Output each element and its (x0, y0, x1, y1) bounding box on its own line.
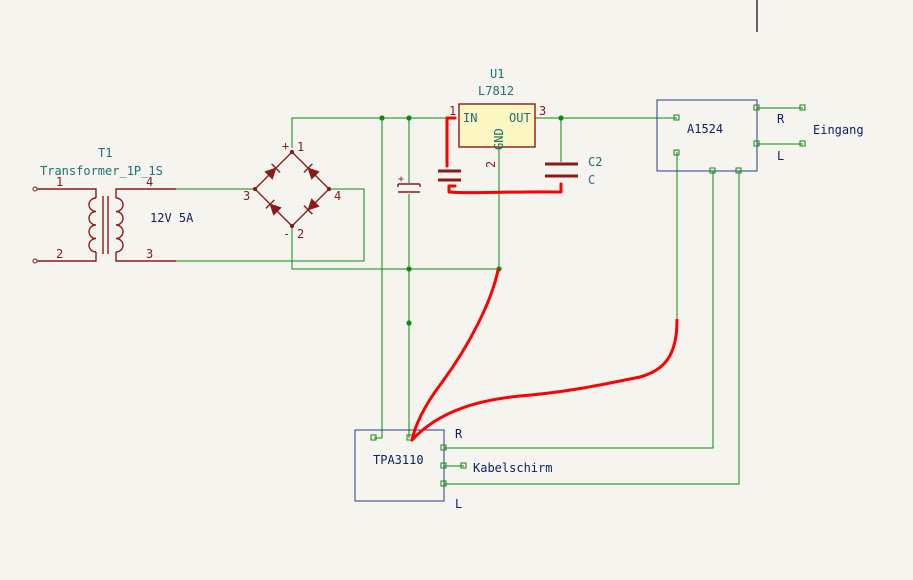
u1-pin-out: 3 (539, 104, 546, 118)
a1524-name: A1524 (687, 122, 723, 136)
c2-value: C (588, 173, 595, 187)
pin-marker (735, 167, 742, 174)
connector-marker (799, 104, 806, 111)
pin-marker (709, 167, 716, 174)
junction (379, 115, 385, 121)
connector-marker (460, 462, 467, 469)
u1-body (458, 103, 536, 148)
bridge-rectifier: 1 2 3 4 + - (243, 139, 341, 241)
bridge-node (289, 149, 295, 155)
t1-pin-2: 2 (56, 247, 63, 261)
wires (176, 107, 803, 485)
red-stroke (447, 182, 563, 195)
wire-bridge-minus (291, 228, 499, 270)
pin-marker (440, 462, 447, 469)
tpa3110-outline (354, 429, 445, 502)
bridge-pin-1: 1 (297, 140, 304, 154)
t1-pin-2-terminal (32, 258, 38, 264)
t1-rating: 12V 5A (150, 211, 194, 225)
tpa3110-label-shield: Kabelschirm (473, 461, 552, 475)
tpa3110-label-r: R (455, 427, 463, 441)
t1-primary-coil (88, 197, 97, 253)
bridge-node (252, 186, 258, 192)
junction (406, 320, 412, 326)
pin-marker (673, 114, 680, 121)
t1-ref: T1 (98, 146, 112, 160)
tpa3110-name: TPA3110 (373, 453, 424, 467)
regulator-u1: U1 L7812 IN OUT GND 1 3 2 (449, 67, 546, 168)
u1-pin-in: 1 (449, 104, 456, 118)
connector-marker (799, 140, 806, 147)
u1-label-gnd: GND (492, 128, 506, 150)
pin-marker (440, 444, 447, 451)
bridge-outline (254, 151, 330, 227)
a1524-label-eingang: Eingang (813, 123, 864, 137)
bridge-pin-4: 4 (334, 189, 341, 203)
diode-icon (303, 198, 320, 215)
tpa3110-block: TPA3110 R Kabelschirm L (354, 427, 552, 511)
pin-marker (673, 149, 680, 156)
red-stroke (410, 268, 500, 442)
red-stroke (445, 116, 457, 168)
bridge-minus: - (283, 227, 290, 241)
junctions (379, 115, 564, 326)
bridge-plus: + (282, 139, 289, 153)
wire-sec-3 (176, 188, 365, 262)
junction (406, 115, 412, 121)
u1-label-out: OUT (509, 111, 531, 125)
pin-marker (370, 434, 377, 441)
u1-pin-gnd: 2 (484, 161, 498, 168)
a1524-label-l: L (777, 149, 784, 163)
wire-bridge-plus (291, 117, 455, 148)
pin-marker (753, 104, 760, 111)
bridge-pin-2: 2 (297, 227, 304, 241)
bridge-node (326, 186, 332, 192)
wire-a1524-r (444, 171, 714, 449)
pin-marker (753, 140, 760, 147)
t1-pin-1-terminal (32, 186, 38, 192)
a1524-outline (656, 99, 758, 172)
t1-lead-2 (37, 252, 97, 262)
t1-pin-4: 4 (146, 175, 153, 189)
red-markup (410, 116, 679, 442)
t1-secondary-coil (115, 197, 124, 253)
a1524-label-r: R (777, 112, 785, 126)
input-capacitor (438, 169, 461, 182)
t1-value: Transformer_1P_1S (40, 164, 163, 178)
a1524-block: A1524 R L Eingang (656, 99, 864, 174)
wire-a1524-l (444, 171, 740, 485)
t1-lead-1 (37, 188, 97, 198)
u1-ref: U1 (490, 67, 504, 81)
pin-marker (440, 480, 447, 487)
t1-pin-1: 1 (56, 175, 63, 189)
bulk-capacitor: + (397, 174, 421, 193)
tpa3110-label-l: L (455, 497, 462, 511)
junction (406, 266, 412, 272)
bridge-pin-3: 3 (243, 189, 250, 203)
t1-lead-3 (115, 252, 176, 262)
capacitor-c2: C2 C (545, 155, 602, 187)
diode-icon (265, 199, 282, 216)
diode-icon (303, 163, 320, 180)
u1-value: L7812 (478, 84, 514, 98)
c2-ref: C2 (588, 155, 602, 169)
diode-icon (264, 163, 281, 180)
t1-pin-3: 3 (146, 247, 153, 261)
t1-lead-4 (115, 188, 176, 198)
junction (558, 115, 564, 121)
red-stroke (410, 318, 679, 442)
transformer-t1: T1 Transformer_1P_1S 1 2 4 3 12V 5A (32, 146, 194, 264)
bridge-node (289, 223, 295, 229)
u1-label-in: IN (463, 111, 477, 125)
bulk-cap-polarity: + (398, 174, 404, 185)
